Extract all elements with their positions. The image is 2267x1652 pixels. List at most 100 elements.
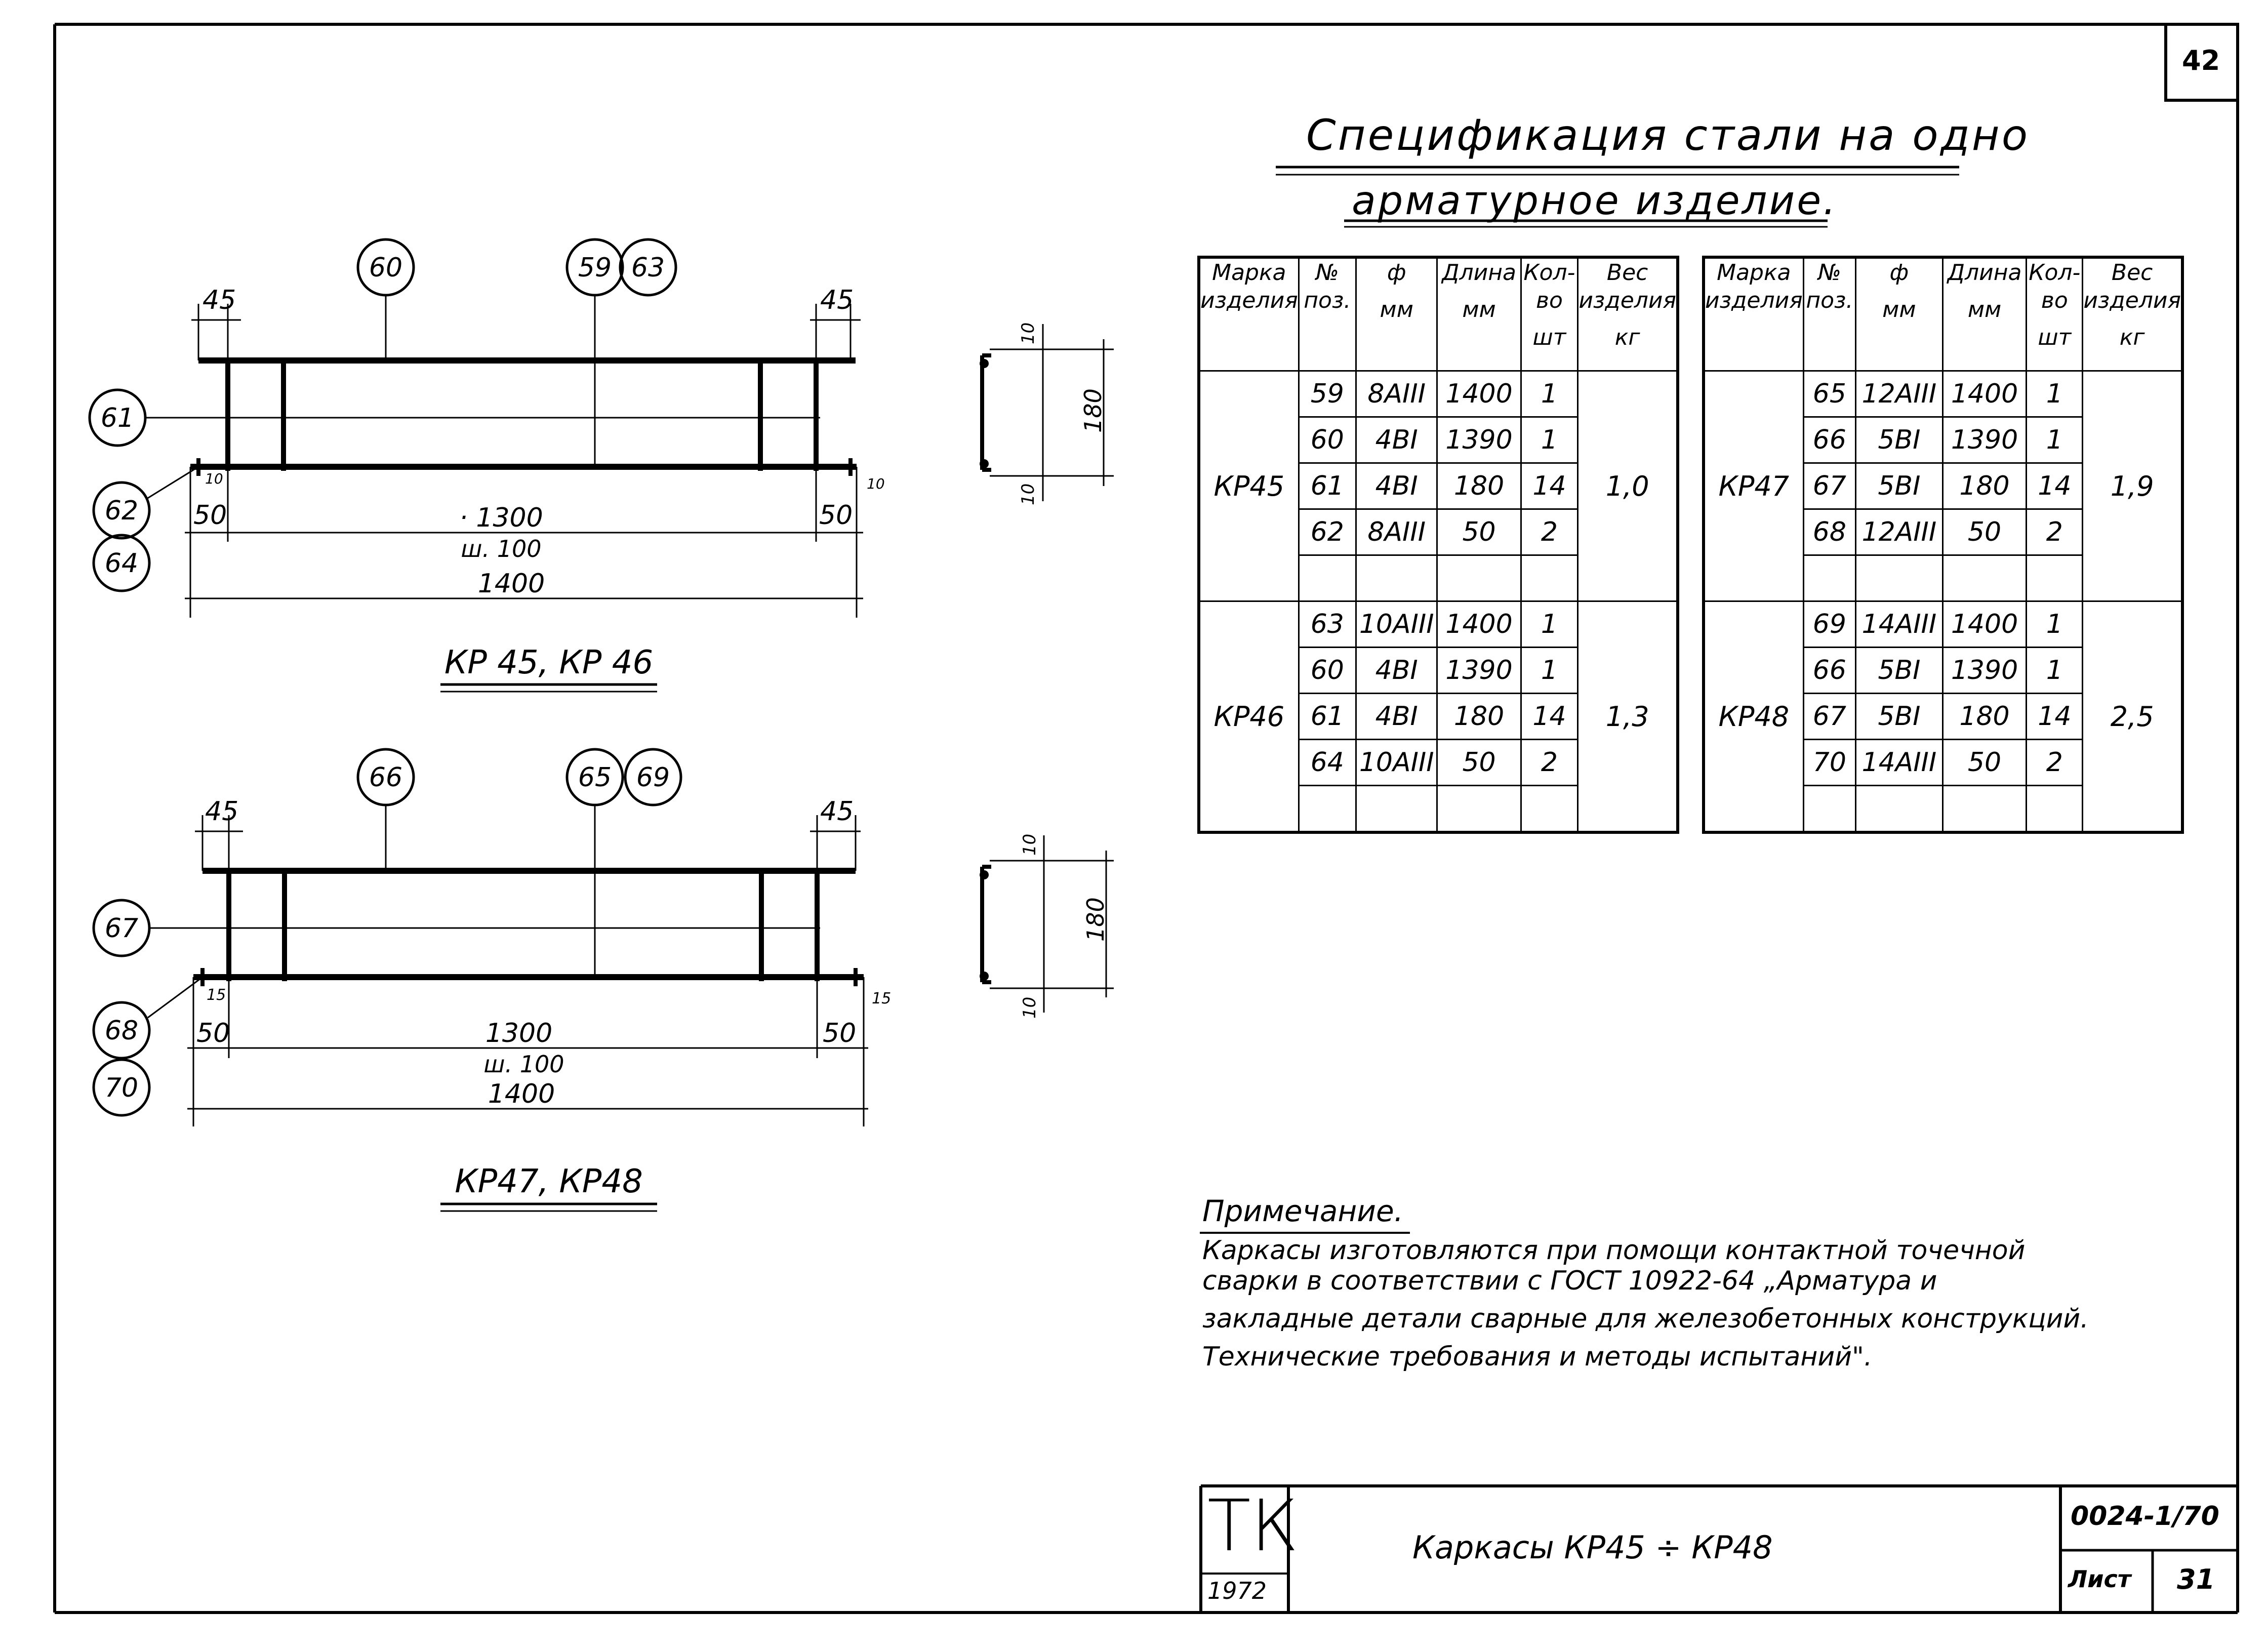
dim-45-left: 45 (203, 285, 236, 315)
table-row: 64 10AIII 50 2 (1199, 739, 1678, 786)
cell-length: 50 (1941, 739, 2028, 786)
item-mark: КР48 (1703, 600, 1804, 833)
table-row: КР45 59 8AIII 1400 1 1,0 (1198, 370, 1679, 602)
title-block-name: Каркасы КР45 ÷ КР48 (1412, 1529, 1773, 1566)
cell-pos: 65 (1802, 370, 1857, 418)
section-dim-180: 180 (1079, 388, 1107, 433)
item-weight: 2,5 (2082, 600, 2183, 833)
cell-dia: 5BI (1855, 647, 1944, 694)
cell-qty: 1 (1520, 600, 1579, 648)
title-block-year: 1972 (1207, 1577, 1267, 1604)
dim-50-right: 50 (819, 500, 853, 531)
table-row: КР48 69 14AIII 1400 1 2,5 (1703, 600, 2183, 833)
cell-dia: 12AIII (1855, 508, 1944, 556)
cell-qty: 14 (1520, 462, 1579, 510)
dim-step: ш. 100 (461, 535, 541, 562)
note-heading-underline (1200, 1232, 1410, 1234)
section-dim-10-top: 10 (1020, 834, 1040, 856)
spec-title-line1: Спецификация стали на одно (1306, 110, 2030, 160)
cell-qty: 2 (2026, 739, 2084, 786)
title-block-org: ТК (1207, 1485, 1299, 1567)
cell-length: 50 (1436, 739, 1522, 786)
cell-qty: 14 (2026, 462, 2084, 510)
cell-pos: 66 (1802, 416, 1857, 464)
page-number: 42 (2182, 45, 2220, 76)
cell-pos: 61 (1298, 693, 1357, 740)
cell-dia: 4BI (1355, 647, 1438, 694)
cell-qty: 2 (1520, 739, 1579, 786)
dim-1400: 1400 (488, 1079, 555, 1109)
item-mark: КР46 (1198, 600, 1300, 833)
table-row: 61 4BI 180 14 (1199, 462, 1678, 510)
drawing-caption: КР 45, КР 46 (444, 644, 653, 681)
dim-15-right: 15 (872, 990, 891, 1008)
cell-qty: 1 (1520, 370, 1579, 418)
table-row: 70 14AIII 50 2 (1704, 739, 2182, 786)
cell-qty: 14 (2026, 693, 2084, 740)
cell-qty: 2 (2026, 508, 2084, 556)
cell-dia: 5BI (1855, 462, 1944, 510)
title-block-sheet-label: Лист (2068, 1565, 2131, 1593)
cell-qty: 1 (2026, 416, 2084, 464)
cell-dia: 12AIII (1855, 370, 1944, 418)
cell-dia: 5BI (1855, 693, 1944, 740)
dim-45-right: 45 (820, 796, 854, 827)
dim-50-right: 50 (823, 1018, 856, 1049)
cell-length: 1400 (1436, 370, 1522, 418)
dim-1300: · 1300 (459, 503, 543, 533)
cell-length: 50 (1436, 508, 1522, 556)
cell-dia: 10AIII (1355, 739, 1438, 786)
table-row: КР47 65 12AIII 1400 1 1,9 (1703, 370, 2183, 602)
item-weight: 1,3 (1577, 600, 1679, 833)
cell-dia: 14AIII (1855, 600, 1944, 648)
callout-label: 59 (578, 253, 612, 283)
cell-pos: 70 (1802, 739, 1857, 786)
cell-dia: 4BI (1355, 462, 1438, 510)
table-row-empty (1704, 554, 2182, 602)
cell-length: 1390 (1941, 647, 2028, 694)
callout-label: 64 (105, 548, 138, 579)
dim-50-left: 50 (196, 1018, 230, 1049)
table-row-empty (1199, 554, 1678, 602)
cell-pos: 61 (1298, 462, 1357, 510)
cell-length: 180 (1941, 462, 2028, 510)
dim-45-left: 45 (205, 796, 238, 827)
cell-pos: 69 (1802, 600, 1857, 648)
dim-1300: 1300 (485, 1018, 552, 1049)
dim-10-left: 10 (205, 470, 223, 487)
cell-pos: 63 (1298, 600, 1357, 648)
cell-length: 1390 (1941, 416, 2028, 464)
dim-45-right: 45 (820, 285, 854, 315)
cell-length: 180 (1941, 693, 2028, 740)
section-dim-180: 180 (1082, 897, 1109, 942)
section-dim-10-bottom: 10 (1018, 483, 1038, 505)
drawing-caption: КР47, КР48 (455, 1163, 643, 1200)
note-line: закладные детали сварные для железобетон… (1202, 1304, 2089, 1334)
cell-length: 50 (1941, 508, 2028, 556)
cell-pos: 67 (1802, 693, 1857, 740)
callout-label: 65 (578, 762, 612, 793)
note-line: Каркасы изготовляются при помощи контакт… (1202, 1235, 2026, 1266)
item-weight: 1,9 (2082, 370, 2183, 602)
section-dim-10-top: 10 (1018, 323, 1038, 344)
cell-length: 1390 (1436, 647, 1522, 694)
cell-length: 1400 (1941, 370, 2028, 418)
item-mark: КР47 (1703, 370, 1804, 602)
cell-qty: 14 (1520, 693, 1579, 740)
cell-pos: 60 (1298, 416, 1357, 464)
table-row: 61 4BI 180 14 (1199, 693, 1678, 740)
table-row-empty (1704, 785, 2182, 833)
item-mark: КР45 (1198, 370, 1300, 602)
table-row: 62 8AIII 50 2 (1199, 508, 1678, 556)
spec-title-line2: арматурное изделие. (1352, 178, 1838, 224)
callout-label: 67 (105, 913, 138, 944)
cell-pos: 62 (1298, 508, 1357, 556)
header-pos: № поз. (1802, 256, 1857, 372)
